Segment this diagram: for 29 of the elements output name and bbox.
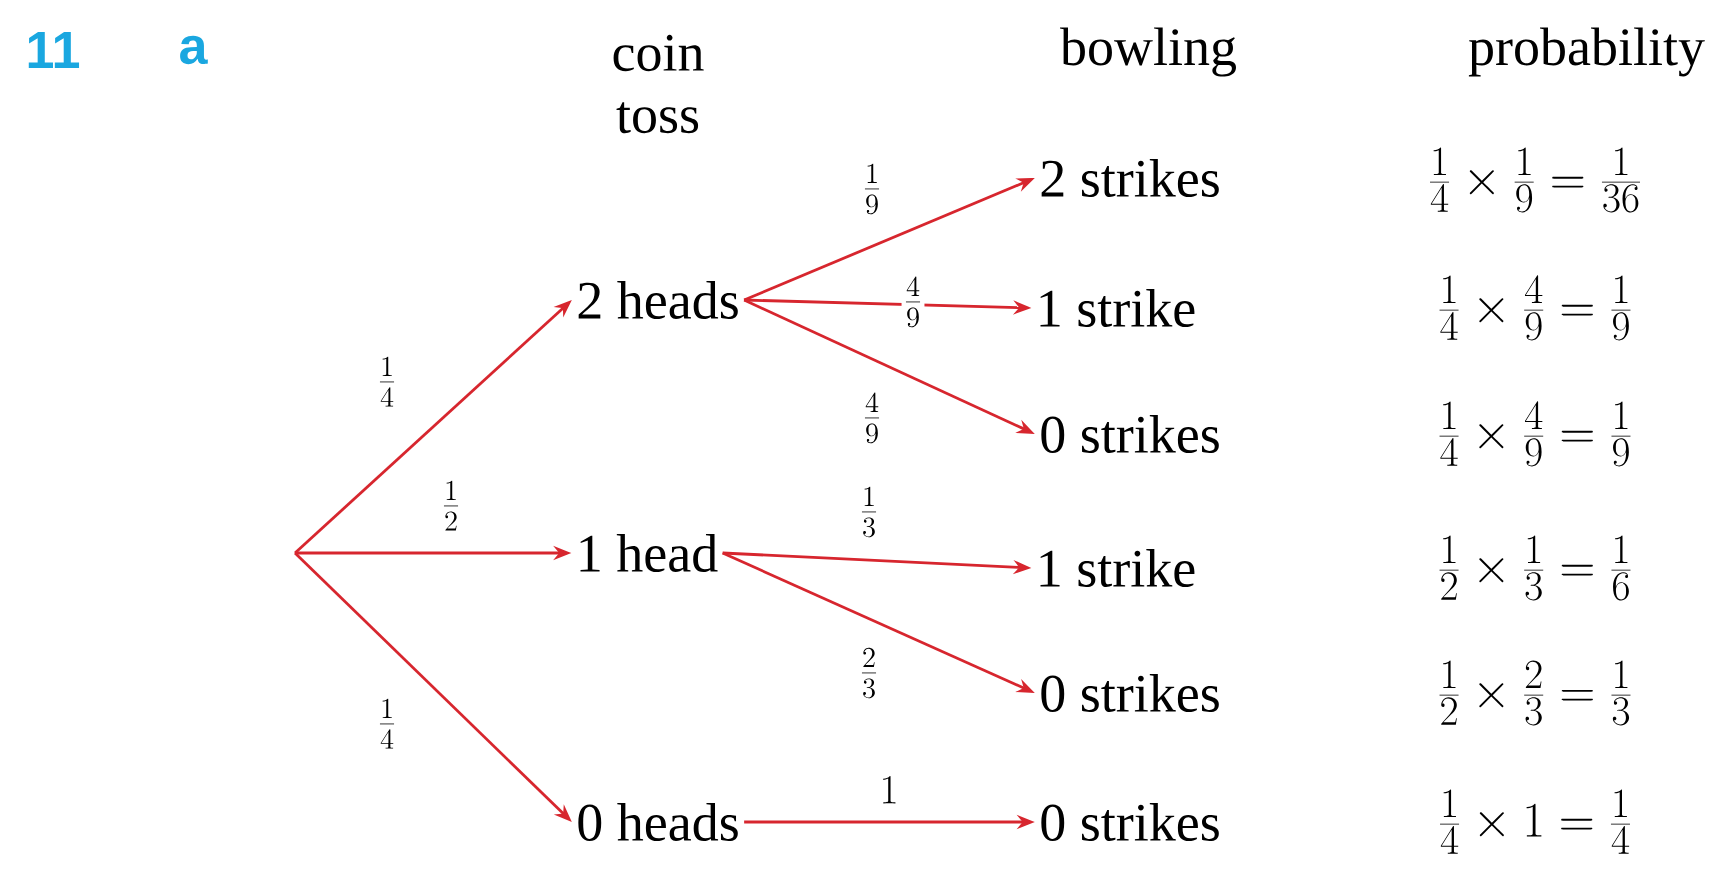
column-heading: bowling bbox=[1060, 27, 1236, 77]
outcome-label: 1 head bbox=[580, 534, 718, 572]
probability-formula: $\frac{1}{4} \times \frac{4}{9} = \frac{1}{9}$ bbox=[1439, 401, 1631, 467]
outcome-label: 0 strikes bbox=[1041, 803, 1219, 841]
outcome-label: 0 heads bbox=[578, 803, 738, 841]
outcome-label: 1 strike bbox=[1040, 289, 1195, 327]
edge-label: $1$ bbox=[877, 774, 901, 806]
column-heading: coin toss bbox=[613, 34, 704, 134]
probability-formula: $\frac{1}{4} \times 1 = \frac{1}{4}$ bbox=[1440, 789, 1630, 854]
edge-label: $\frac{1}{3}$ bbox=[857, 485, 881, 539]
outcome-label: 2 heads bbox=[578, 281, 738, 319]
outcome-label: 0 strikes bbox=[1041, 415, 1219, 453]
outcome-label: 2 strikes bbox=[1041, 159, 1219, 197]
edge-label: $\frac{1}{9}$ bbox=[860, 162, 884, 216]
column-heading: probability bbox=[1468, 27, 1705, 77]
edge-label: $\frac{1}{4}$ bbox=[375, 697, 399, 751]
edge-label: $\frac{4}{9}$ bbox=[901, 275, 925, 329]
edge-label: $\frac{1}{4}$ bbox=[375, 355, 399, 409]
probability-formula: $\frac{1}{2} \times \frac{1}{3} = \frac{1}{6}$ bbox=[1439, 535, 1631, 601]
question-number: 11 bbox=[28, 32, 80, 68]
probability-formula: $\frac{1}{4} \times \frac{4}{9} = \frac{1}{9}$ bbox=[1439, 275, 1631, 341]
outcome-label: 0 strikes bbox=[1041, 674, 1219, 712]
part-letter: a bbox=[180, 35, 208, 65]
edge-label: $\frac{4}{9}$ bbox=[860, 391, 884, 445]
edge-label: $\frac{1}{2}$ bbox=[439, 479, 463, 533]
probability-formula: $\frac{1}{4} \times \frac{1}{9} = \frac{1}{36}$ bbox=[1430, 147, 1640, 213]
outcome-label: 1 strike bbox=[1040, 549, 1195, 587]
edge-label: $\frac{2}{3}$ bbox=[857, 646, 881, 700]
probability-formula: $\frac{1}{2} \times \frac{2}{3} = \frac{1}{3}$ bbox=[1439, 660, 1631, 726]
